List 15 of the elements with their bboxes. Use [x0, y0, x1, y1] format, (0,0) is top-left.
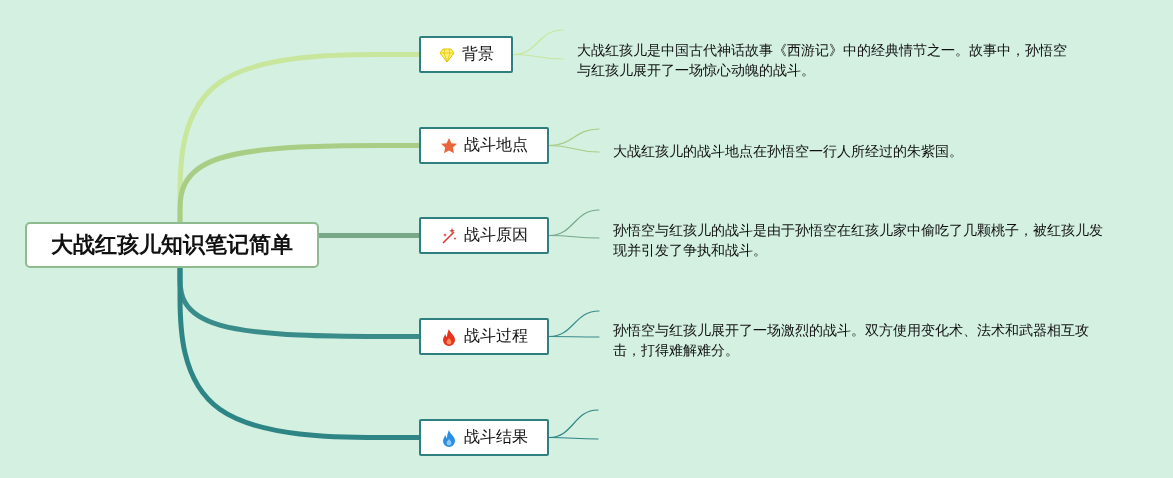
topic-label: 背景 [462, 44, 494, 65]
branch-line [548, 436, 599, 440]
topic-label: 战斗地点 [464, 135, 528, 156]
branch-line [548, 234, 600, 239]
branch-line [512, 53, 564, 60]
note-text: 大战红孩儿的战斗地点在孙悟空一行人所经过的朱紫国。 [613, 141, 1105, 163]
branch-line [548, 144, 600, 153]
note-text: 大战红孩儿是中国古代神话故事《西游记》中的经典情节之一。故事中，孙悟空与红孩儿展开了一场惊心动魄的战斗。 [577, 40, 1073, 82]
topic-label: 战斗结果 [464, 427, 528, 448]
branch-line [548, 335, 600, 338]
topic-label: 战斗原因 [464, 225, 528, 246]
note-text: 孙悟空与红孩儿的战斗是由于孙悟空在红孩儿家中偷吃了几颗桃子，被红孩儿发现并引发了争执和战斗。 [613, 220, 1105, 262]
note-text: 孙悟空与红孩儿展开了一场激烈的战斗。双方使用变化术、法术和武器相互攻击，打得难解难分。 [613, 320, 1105, 362]
central-topic: 大战红孩儿知识笔记简单 [25, 222, 319, 268]
topic-label: 战斗过程 [464, 326, 528, 347]
